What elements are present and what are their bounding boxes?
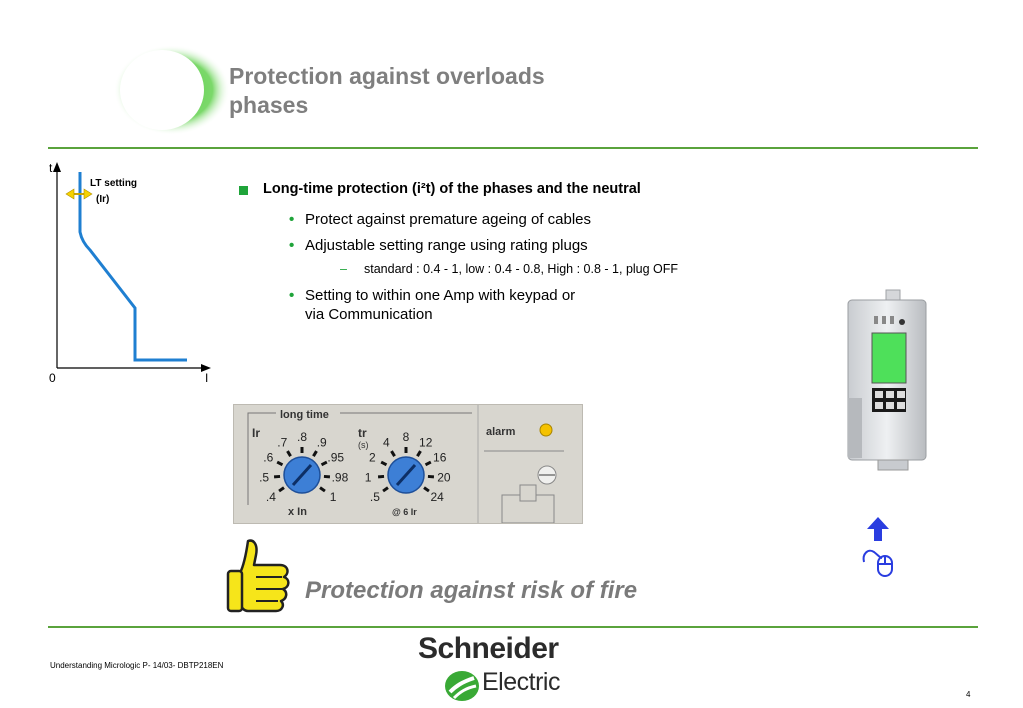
tr-tick-label: 24 [430,490,444,504]
bottom-rule [48,626,978,628]
tr-tick-mark [380,460,388,467]
i-axis-label: I [205,371,208,385]
t-axis-arrow [53,162,61,172]
trip-curve [78,172,187,362]
setting-arrow-left [65,188,75,200]
ir-dial-unit: x In [288,506,307,518]
tr-dial-slot [395,463,417,487]
nav-up-arrow-icon[interactable] [866,516,890,542]
dot-bullet-icon: • [289,237,295,254]
page-number: 4 [966,690,971,699]
thumbs-up-icon [226,539,290,613]
long-time-label: long time [280,409,329,421]
tr-tick-label: .5 [370,490,380,504]
tr-tick-label: 16 [433,450,447,464]
tr-tick-label: 1 [365,470,372,484]
trip-curve-diagram: t I 0 LT setting (Ir) [49,161,211,385]
t-axis-label: t [49,161,53,175]
dot-bullet-icon: • [289,211,295,228]
title-line-1: Protection against overloads [229,63,545,89]
tr-tick-label: 4 [383,436,390,450]
ir-tick-label: .98 [332,470,349,484]
bullet-sub-2-text: Adjustable setting range using rating pl… [305,237,588,254]
ir-tick-label: .7 [277,436,287,450]
slogan: Protection against risk of fire [305,577,638,604]
logo-wordmark-schneider: Schneider [418,632,559,665]
tr-tick-label: 8 [403,430,410,444]
tr-tick-mark [382,486,389,493]
tr-tick-mark [423,486,430,493]
tr-unit-s: (s) [358,440,369,450]
origin-label: 0 [49,371,56,385]
page-title: Protection against overloads phases [229,62,545,120]
ir-tick-mark [320,460,328,467]
tr-tick-mark [390,450,396,457]
setting-panel-drawing: long time Ir tr (s) x In @ 6 Ir alarm .4… [247,405,564,523]
bullet-sub-2-detail: – standard : 0.4 - 1, low : 0.4 - 0.8, H… [340,262,679,276]
tr-dial-label: tr [358,426,367,440]
ir-tick-mark [319,486,326,493]
title-decoration [114,45,230,135]
ir-tick-label: .9 [317,436,327,450]
alarm-led [539,423,553,437]
tr-tick-label: 12 [419,436,433,450]
lt-setting-label: LT setting [90,178,137,189]
alarm-label: alarm [486,426,516,438]
ir-tick-label: .95 [327,450,344,464]
bullet-main-text: Long-time protection (i²t) of the phases… [263,181,641,197]
logo-wordmark-electric: Electric [482,668,560,696]
i-axis-arrow [201,364,211,372]
setting-arrow-right [83,188,93,200]
ir-tick-label: .5 [259,470,269,484]
ir-tick-label: 1 [330,490,337,504]
dash-bullet-icon: – [340,262,347,276]
ir-tick-label: .4 [266,490,276,504]
ir-label: (Ir) [96,194,109,205]
square-bullet-icon [239,186,248,195]
ir-tick-mark [278,486,285,493]
bullet-sub-2-detail-text: standard : 0.4 - 1, low : 0.4 - 0.8, Hig… [364,262,679,276]
schneider-electric-logo: Schneider Electric [418,632,588,704]
bullet-sub-3-line-1: Setting to within one Amp with keypad or [305,287,576,304]
bullet-sub-3: • Setting to within one Amp with keypad … [289,286,576,324]
setting-panel: long time Ir tr (s) x In @ 6 Ir alarm .4… [233,404,583,524]
ir-dial-label: Ir [252,426,260,440]
bullet-sub-3-line-2: via Communication [305,306,433,323]
title-line-2: phases [229,92,309,118]
top-rule [48,147,978,149]
tr-tick-label: 2 [369,450,376,464]
bullet-sub-1-text: Protect against premature ageing of cabl… [305,211,592,228]
micrologic-device-image [847,289,927,471]
bullet-sub-1: • Protect against premature ageing of ca… [289,210,592,229]
tr-dial-unit: @ 6 Ir [392,507,417,517]
ir-dial-slot [291,463,313,487]
logo-swirl-icon [445,671,479,701]
tr-tick-mark [416,450,422,457]
ir-tick-mark [276,460,284,467]
dot-bullet-icon: • [289,287,295,304]
nav-mouse-icon[interactable] [860,546,896,578]
ir-tick-label: .6 [263,450,273,464]
ir-tick-mark [286,450,292,457]
tr-tick-label: 20 [437,470,451,484]
bullet-sub-2: • Adjustable setting range using rating … [289,236,588,255]
ir-tick-mark [312,450,318,457]
tr-tick-mark [424,460,432,467]
ir-tick-label: .8 [297,430,307,444]
footer-text: Understanding Micrologic P- 14/03- DBTP2… [50,661,224,670]
